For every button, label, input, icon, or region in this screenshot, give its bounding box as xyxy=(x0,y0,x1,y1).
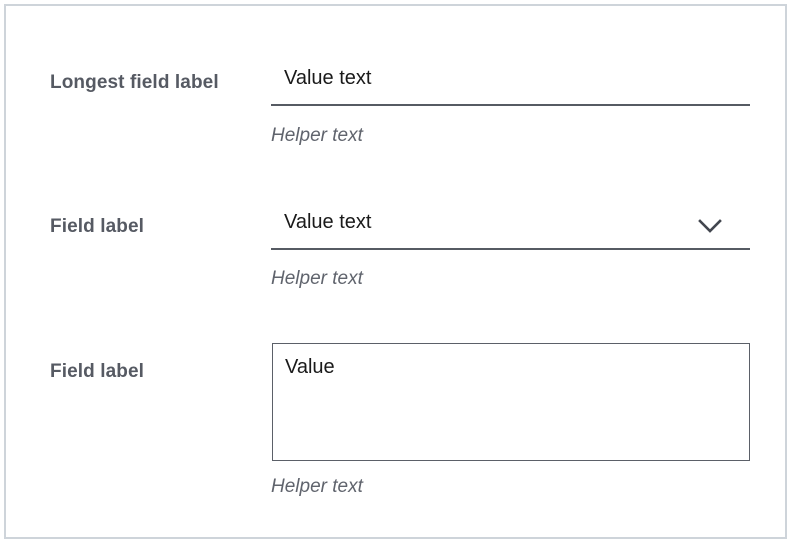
chevron-down-icon[interactable] xyxy=(698,218,722,234)
text-input-wrapper: Value text xyxy=(271,62,750,106)
select-input[interactable]: Value text xyxy=(271,206,750,250)
helper-text-text-field: Helper text xyxy=(271,125,363,146)
select-value: Value text xyxy=(284,211,372,233)
field-label-select: Field label xyxy=(50,216,145,237)
text-input-value: Value text xyxy=(284,67,372,89)
text-input[interactable]: Value text xyxy=(271,62,750,106)
helper-text-select-field: Helper text xyxy=(271,268,363,289)
field-label-textarea: Field label xyxy=(50,361,145,382)
field-label-longest: Longest field label xyxy=(50,72,219,93)
form-panel: Longest field label Value text Helper te… xyxy=(4,4,787,539)
select-wrapper: Value text xyxy=(271,206,750,250)
textarea-input[interactable]: Value xyxy=(272,343,750,461)
helper-text-textarea-field: Helper text xyxy=(271,476,363,497)
textarea-value: Value xyxy=(285,356,335,378)
